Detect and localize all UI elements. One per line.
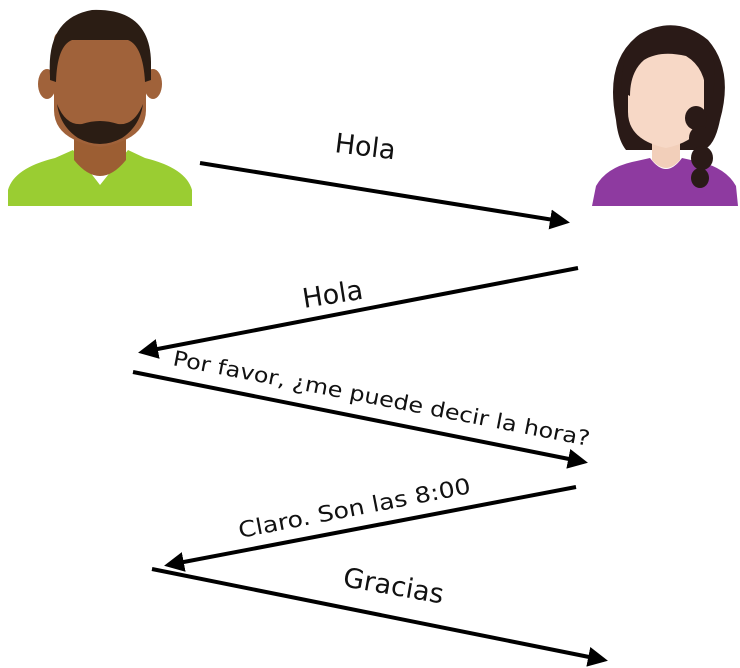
message-arrow-3 <box>132 370 588 469</box>
woman-avatar-icon <box>592 25 738 206</box>
message-arrow-1 <box>199 161 570 230</box>
man-avatar-icon <box>7 5 192 206</box>
message-arrows <box>132 161 608 667</box>
message-label-4: Claro. Son las 8:00 <box>236 474 472 544</box>
message-arrow-4 <box>164 485 577 572</box>
message-label-1: Hola <box>333 128 397 166</box>
message-arrow-2 <box>138 266 579 359</box>
message-labels: Hola Hola Por favor, ¿me puede decir la … <box>171 128 592 610</box>
message-label-3: Por favor, ¿me puede decir la hora? <box>171 346 592 450</box>
message-label-5: Gracias <box>341 562 446 610</box>
message-arrow-5 <box>151 567 608 667</box>
